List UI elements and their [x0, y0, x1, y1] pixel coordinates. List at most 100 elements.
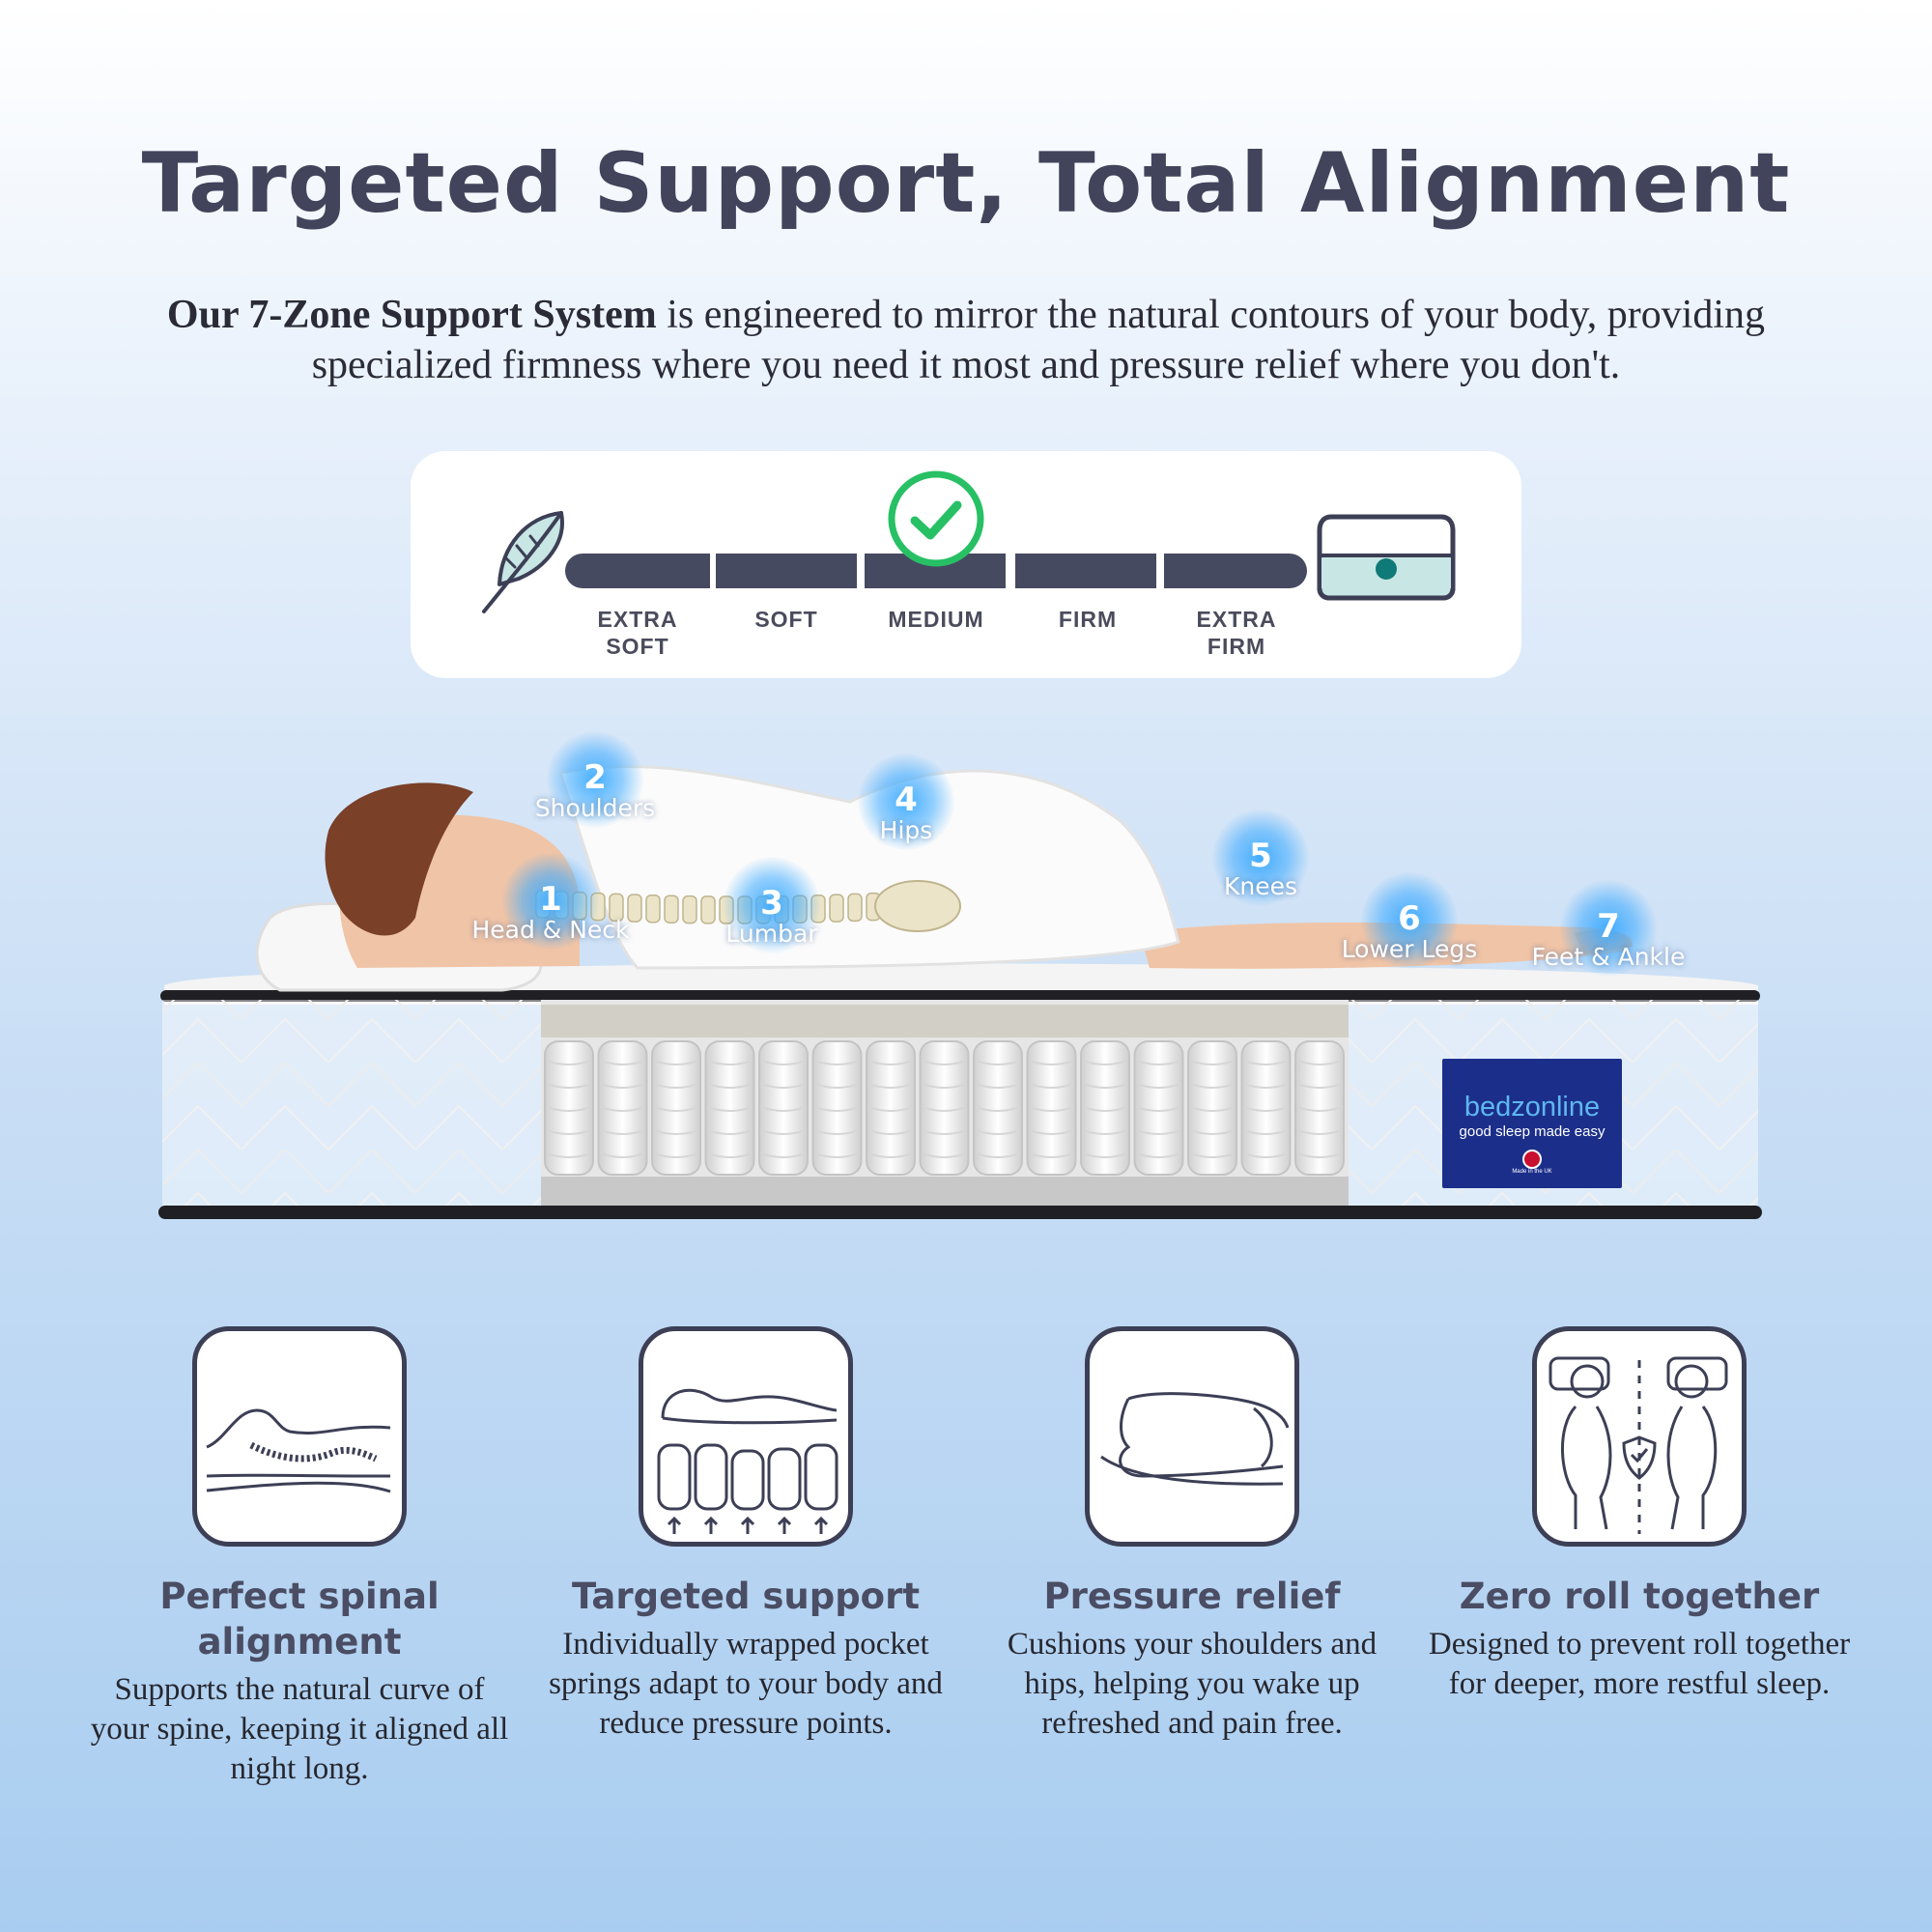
zone-number: 7 [1597, 907, 1620, 946]
spring-coil-line [922, 1129, 967, 1135]
spring-coil-line [975, 1129, 1021, 1135]
spring-coil-line [867, 1106, 914, 1112]
pocket-spring [919, 1040, 970, 1176]
pocket-spring [1240, 1040, 1292, 1176]
feather-icon [482, 511, 564, 613]
spring-coil-line [707, 1129, 753, 1135]
spring-coil-line [653, 1060, 699, 1065]
spring-coil-line [600, 1083, 645, 1089]
zone-label: Feet & Ankle [1531, 943, 1686, 971]
zone-marker-knees: 5 Knees [1154, 810, 1367, 906]
zone-number: 3 [760, 884, 783, 923]
zone-number: 6 [1398, 899, 1421, 938]
spring-coil-line [1189, 1060, 1236, 1065]
spring-coil-line [1189, 1152, 1236, 1158]
intro-paragraph: Our 7-Zone Support System is engineered … [116, 290, 1816, 390]
feature-title: Zero roll together [1459, 1576, 1820, 1617]
feature-description: Cushions your shoulders and hips, helpin… [1007, 1627, 1378, 1741]
spring-coil-line [546, 1083, 592, 1089]
spring-coil-line [1082, 1152, 1128, 1158]
spring-coil-line [707, 1152, 753, 1158]
pocket-spring [651, 1040, 701, 1176]
pocket-spring [544, 1040, 594, 1176]
spring-coil-line [1243, 1152, 1289, 1158]
spring-coil-line [975, 1083, 1021, 1089]
uk-flag-icon [1522, 1150, 1542, 1169]
spring-coil-line [546, 1060, 592, 1065]
zone-marker-shoulders: 2 Shoulders [489, 731, 701, 828]
pocket-spring [1133, 1040, 1184, 1176]
pocket-springs-icon [639, 1326, 853, 1547]
feature-description: Designed to prevent roll together for de… [1428, 1627, 1851, 1701]
zone-label: Lower Legs [1341, 935, 1478, 963]
spring-coil-line [1136, 1083, 1181, 1089]
zone-label: Head & Neck [471, 916, 630, 944]
feature-spinal-alignment: Perfect spinal alignment Supports the na… [87, 1326, 512, 1789]
spring-coil-line [867, 1152, 914, 1158]
pocket-spring [973, 1040, 1023, 1176]
zone-glow [1212, 810, 1309, 906]
spring-coil-line [1243, 1083, 1289, 1089]
firmness-label-soft: SOFT [754, 607, 818, 632]
vertebra [627, 894, 642, 923]
zone-number: 1 [539, 880, 562, 919]
zone-marker-hips: 4 Hips [800, 753, 1012, 850]
pocket-spring [866, 1040, 916, 1176]
spring-coil-line [653, 1152, 699, 1158]
zone-marker-lumbar: 3 Lumbar [666, 857, 878, 953]
spring-coil-line [1029, 1152, 1074, 1158]
vertebra [609, 893, 624, 923]
spring-coil-line [760, 1152, 807, 1158]
spring-coil-line [922, 1060, 967, 1065]
feature-title: Pressure relief [1043, 1576, 1341, 1617]
zone-glow [547, 731, 643, 828]
spring-coil-line [1296, 1060, 1343, 1065]
spring-coil-line [1082, 1129, 1128, 1135]
spring-coil-line [707, 1060, 753, 1065]
spring-coil-line [1189, 1083, 1236, 1089]
vertebra [645, 894, 661, 923]
vertebra [664, 895, 679, 923]
firmness-segment-extra-soft [565, 554, 710, 588]
zone-glow [1560, 880, 1657, 977]
pocket-spring [704, 1040, 755, 1176]
spring-coil-line [546, 1129, 592, 1135]
spring-coil-line [814, 1083, 860, 1089]
vertebra [700, 895, 716, 924]
spring-coil-line [975, 1060, 1021, 1065]
spring-coil-line [760, 1129, 807, 1135]
zone-glow [1361, 872, 1458, 969]
spring-coil-line [600, 1129, 645, 1135]
spring-coil-line [1189, 1106, 1236, 1112]
zone-label: Lumbar [725, 920, 818, 948]
spring-coil-line [760, 1060, 807, 1065]
spring-coil-line [600, 1152, 645, 1158]
zone-label: Knees [1223, 872, 1298, 900]
firmness-segment-soft [716, 554, 857, 588]
selected-check-icon [888, 470, 984, 567]
spring-coil-line [1136, 1106, 1181, 1112]
spring-coil-line [1029, 1083, 1074, 1089]
spring-coil-line [975, 1152, 1021, 1158]
feature-zero-roll-together: Zero roll together Designed to prevent r… [1427, 1326, 1852, 1704]
spring-coil-line [867, 1083, 914, 1089]
spring-coil-line [814, 1152, 860, 1158]
zone-number: 5 [1249, 837, 1272, 875]
spring-coil-line [1296, 1106, 1343, 1112]
firmness-segment-firm [1015, 554, 1156, 588]
page-headline: Targeted Support, Total Alignment [141, 135, 1791, 232]
intro-text: is engineered to mirror the natural cont… [311, 293, 1766, 387]
spring-coil-line [1082, 1083, 1128, 1089]
zone-glow [502, 853, 599, 950]
pocket-spring [597, 1040, 648, 1176]
spring-coil-line [653, 1083, 699, 1089]
spring-coil-line [1189, 1129, 1236, 1135]
spring-coil-line [1082, 1060, 1128, 1065]
spring-coil-line [707, 1106, 753, 1112]
spine-alignment-icon [192, 1326, 407, 1547]
spring-coil-line [600, 1060, 645, 1065]
brand-label: bedzonline good sleep made easy Made in … [1442, 1059, 1622, 1188]
zone-glow [724, 857, 820, 953]
